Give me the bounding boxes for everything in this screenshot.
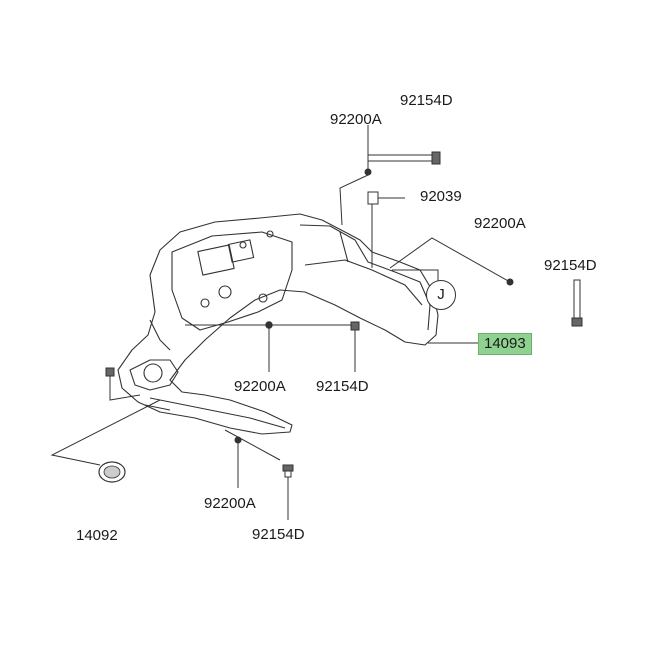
washer-bottom	[234, 436, 242, 444]
label-grommet: 14092	[76, 527, 118, 544]
leader-bottom	[224, 429, 281, 461]
label-bolt-mid: 92154D	[316, 378, 369, 395]
left-arm-hole	[143, 363, 163, 383]
mount-hole	[239, 241, 247, 249]
bolt-top-head	[431, 151, 441, 165]
leader-grommet	[50, 399, 161, 466]
right-duct-edge	[339, 231, 349, 263]
leader-top	[339, 125, 369, 226]
label-washer-right: 92200A	[474, 215, 526, 232]
bolt-top-shank	[367, 154, 433, 162]
clip-top	[367, 191, 379, 205]
label-bolt-bottom: 92154D	[252, 526, 305, 543]
right-duct-inner	[304, 259, 423, 306]
label-part-main: 14093	[478, 333, 532, 355]
leader-lines	[50, 125, 511, 520]
washer-mid	[265, 321, 273, 329]
label-clip-top: 92039	[420, 188, 462, 205]
gauge-hole	[227, 239, 255, 263]
mount-hole	[258, 293, 268, 303]
bolt-right-shank	[573, 279, 581, 321]
bolt-left	[105, 367, 115, 377]
label-bolt-right: 92154D	[544, 257, 597, 274]
label-washer-mid: 92200A	[234, 378, 286, 395]
label-bolt-top: 92154D	[400, 92, 453, 109]
right-duct	[299, 224, 431, 331]
leader-left	[109, 375, 141, 401]
bolt-bottom-head	[282, 464, 294, 472]
mount-hole	[200, 298, 210, 308]
left-arm	[129, 359, 179, 391]
leader-right	[389, 237, 511, 283]
mount-hole	[266, 230, 274, 238]
instrument-panel	[171, 231, 293, 331]
lower-stay	[149, 397, 286, 429]
reference-circle: J	[426, 280, 456, 310]
fairing-outline	[117, 213, 439, 435]
bolt-right-head	[571, 317, 583, 327]
label-washer-top: 92200A	[330, 111, 382, 128]
left-bracket	[149, 319, 171, 351]
grommet-part	[98, 461, 126, 483]
label-washer-bottom: 92200A	[204, 495, 256, 512]
gauge-hole	[197, 244, 235, 276]
washer-right	[506, 278, 514, 286]
fasteners	[105, 151, 583, 478]
bolt-mid	[350, 321, 360, 331]
mount-hole	[218, 285, 232, 299]
washer-top	[364, 168, 372, 176]
